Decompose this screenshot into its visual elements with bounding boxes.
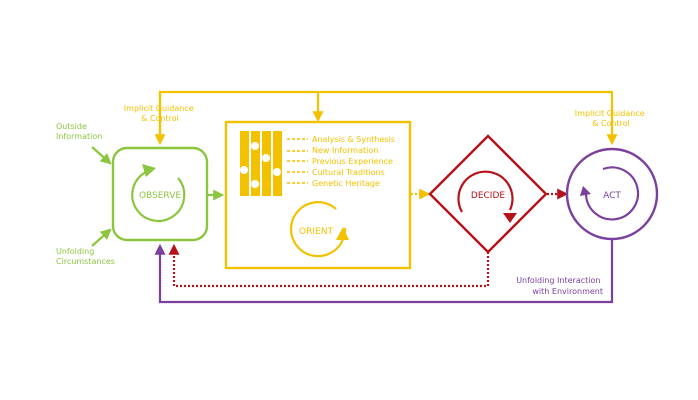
outside-information-arrow bbox=[91, 146, 112, 165]
outside-information-label: Outside Information bbox=[56, 122, 102, 141]
implicit-guidance-right-label: Implicit Guidance & Control bbox=[575, 109, 647, 128]
unfolding-interaction-label: Unfolding Interaction with Environment bbox=[516, 276, 603, 296]
orient-cycle-icon bbox=[289, 201, 347, 258]
decide-node: DECIDE bbox=[428, 134, 548, 254]
implicit-guidance-left-label: Implicit Guidance & Control bbox=[124, 104, 196, 123]
act-label: ACT bbox=[603, 191, 621, 201]
act-node: ACT bbox=[565, 147, 659, 241]
act-feedback-line bbox=[154, 240, 614, 304]
orient-factor-item: New Information bbox=[312, 146, 378, 155]
orient-factor-item: Genetic Heritage bbox=[312, 179, 380, 188]
orient-factor-item: Cultural Traditions bbox=[312, 168, 385, 177]
unfolding-circumstances-arrow bbox=[91, 228, 112, 247]
orient-node: Analysis & Synthesis New Information Pre… bbox=[224, 120, 412, 270]
decide-label: DECIDE bbox=[471, 191, 505, 201]
orient-factor-item: Analysis & Synthesis bbox=[312, 135, 395, 144]
observe-cycle-icon bbox=[131, 171, 186, 222]
orient-label: ORIENT bbox=[299, 227, 333, 237]
observe-node: OBSERVE bbox=[111, 146, 209, 242]
decide-cycle-icon bbox=[457, 170, 514, 213]
unfolding-circumstances-label: Unfolding Circumstances bbox=[56, 247, 115, 266]
implicit-guidance-connector bbox=[154, 90, 618, 146]
observe-label: OBSERVE bbox=[139, 191, 181, 201]
decide-feedback-line bbox=[168, 243, 490, 288]
act-cycle-icon bbox=[584, 166, 640, 221]
orient-factor-item: Previous Experience bbox=[312, 157, 393, 166]
orient-factors-icon bbox=[240, 131, 282, 196]
